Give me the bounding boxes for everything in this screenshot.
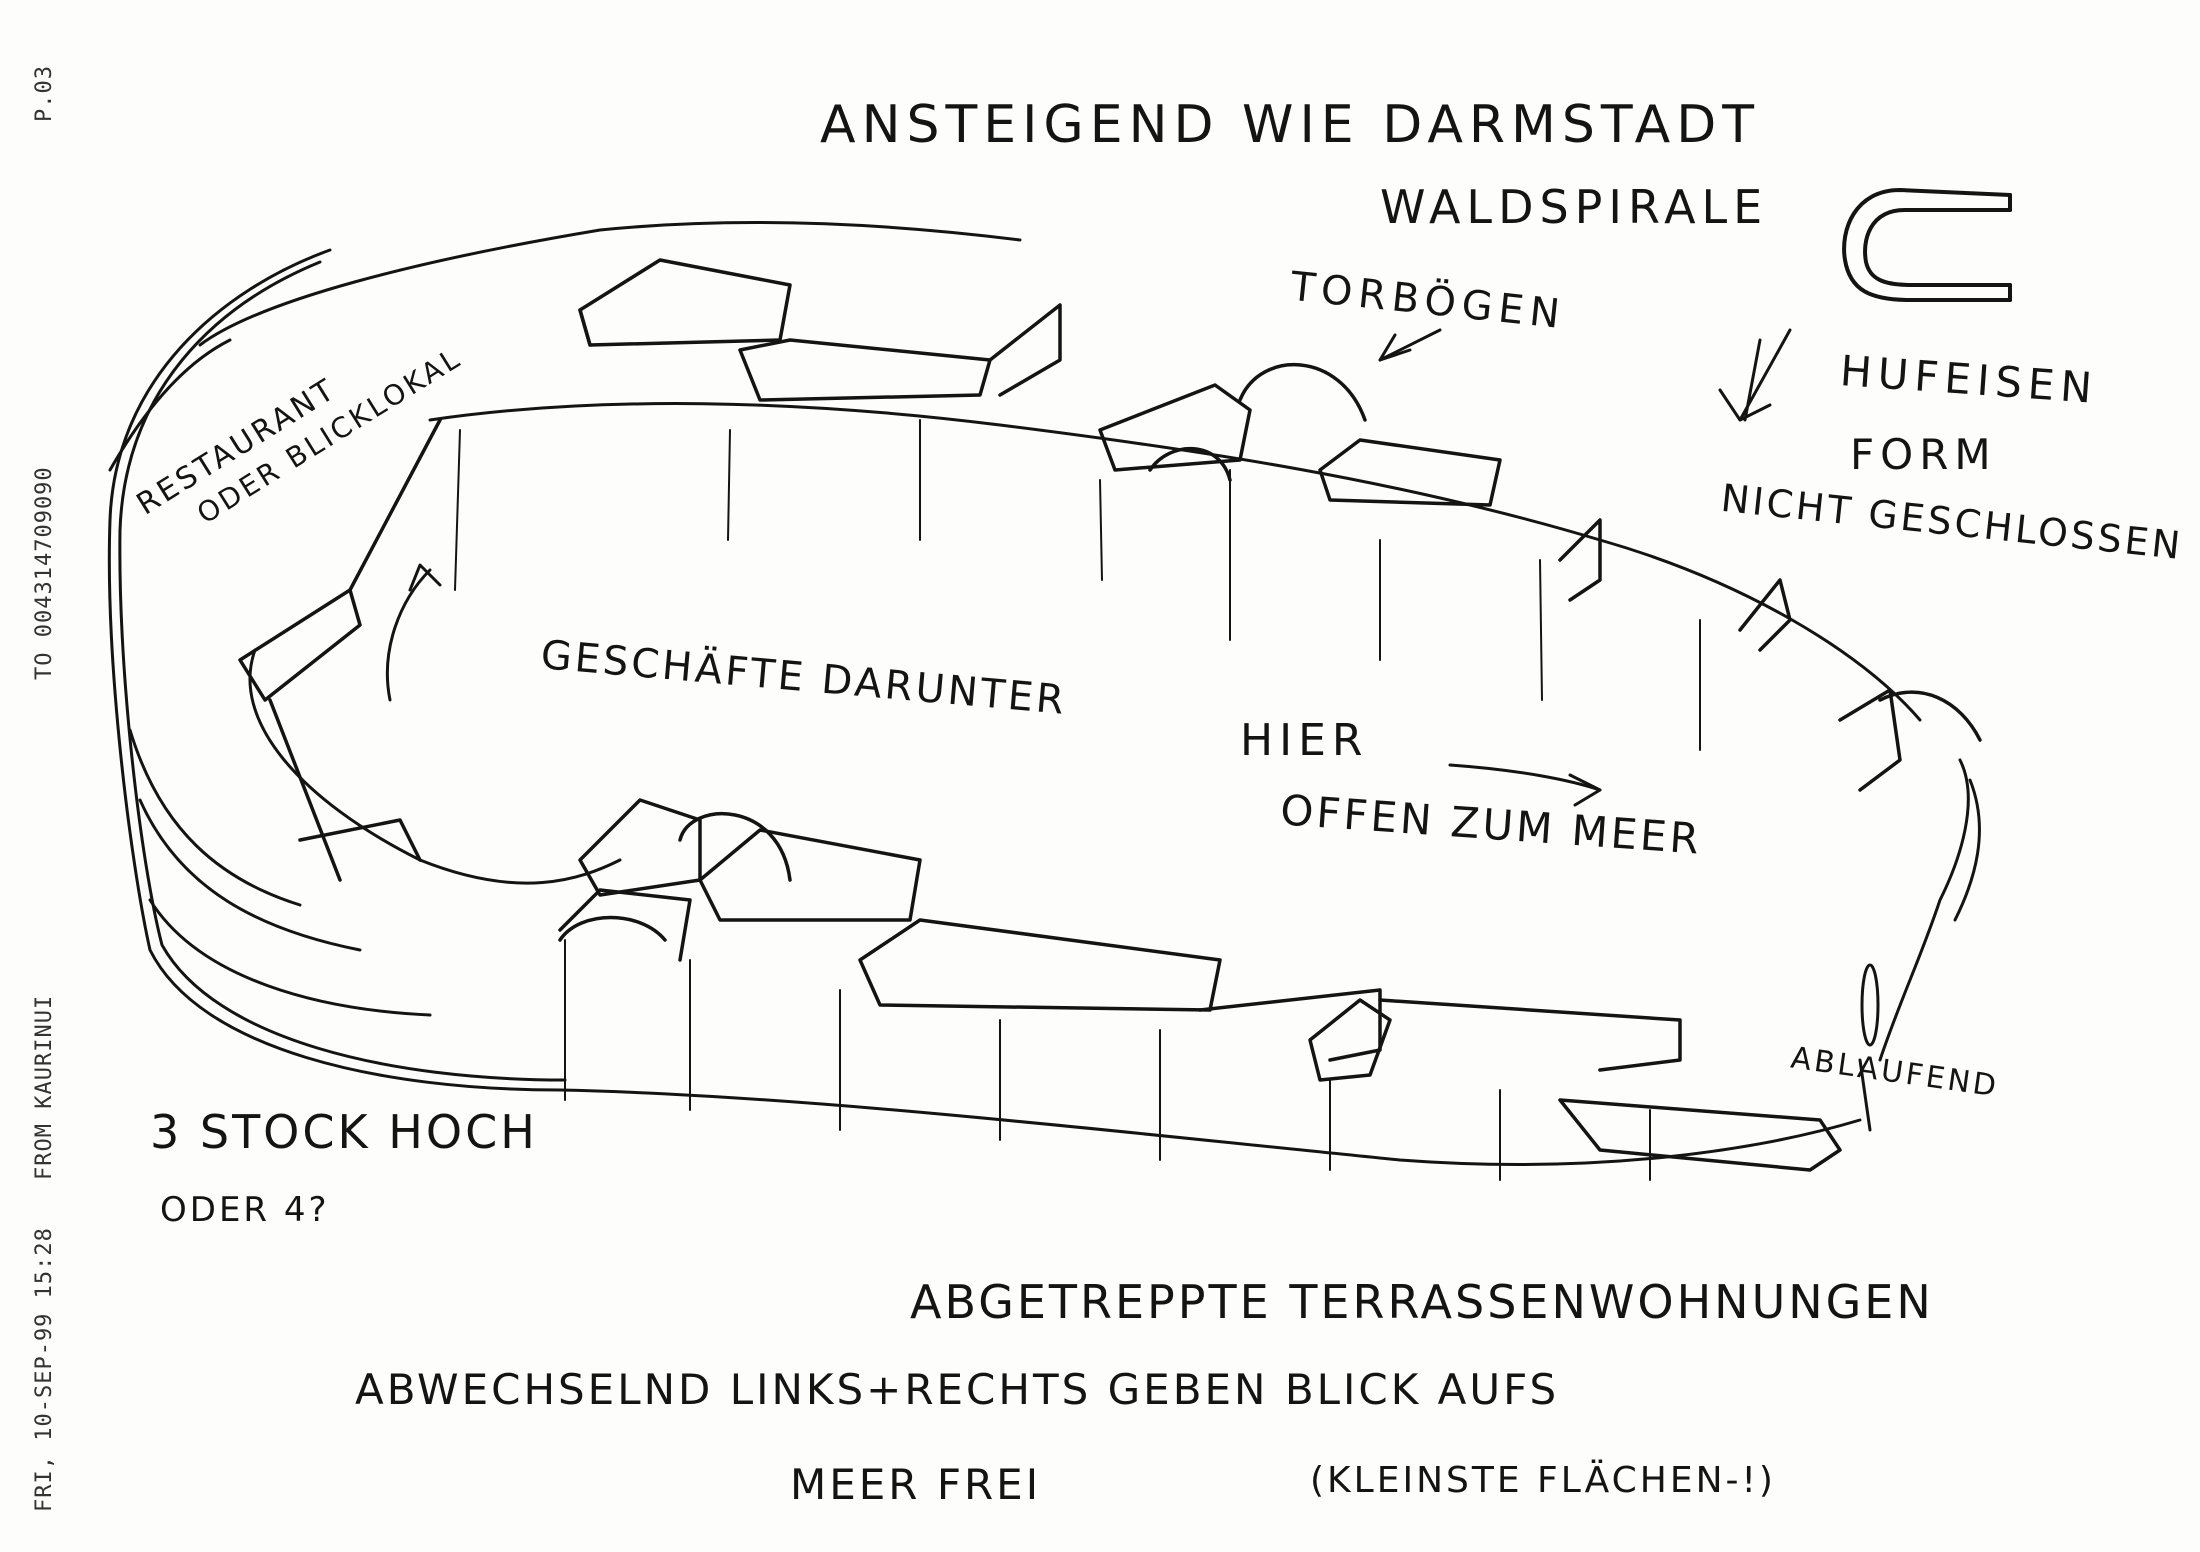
note-bottom-1: ABGETREPPTE TERRASSENWOHNUNGEN	[910, 1275, 1934, 1329]
note-stock-2: ODER 4?	[160, 1190, 330, 1230]
note-hier-1: HIER	[1240, 715, 1369, 766]
right-column	[1858, 758, 1981, 1132]
back-wall-divisions	[454, 419, 1701, 751]
outer-rim	[108, 221, 1022, 472]
outer-wall	[107, 248, 1862, 1166]
note-bottom-3: MEER FREI	[790, 1460, 1042, 1509]
inner-courtyard-edge	[248, 402, 1922, 885]
left-terrace-blocks	[238, 418, 442, 882]
front-terrace-blocks	[558, 798, 1842, 1172]
back-terrace-blocks	[578, 258, 1982, 792]
note-top-line1: ANSTEIGEND WIE DARMSTADT	[820, 95, 1760, 155]
annotation-arrows	[385, 328, 1792, 807]
front-wall-divisions	[564, 939, 1651, 1181]
note-top-line2: WALDSPIRALE	[1380, 180, 1769, 234]
note-bottom-4: (KLEINSTE FLÄCHEN-!)	[1310, 1460, 1776, 1501]
note-bottom-2: ABWECHSELND LINKS+RECHTS GEBEN BLICK AUF…	[355, 1365, 1560, 1414]
horseshoe-symbol	[1842, 188, 2012, 302]
note-hufeisen-2: FORM	[1850, 430, 1997, 479]
note-stock-1: 3 STOCK HOCH	[150, 1105, 538, 1159]
